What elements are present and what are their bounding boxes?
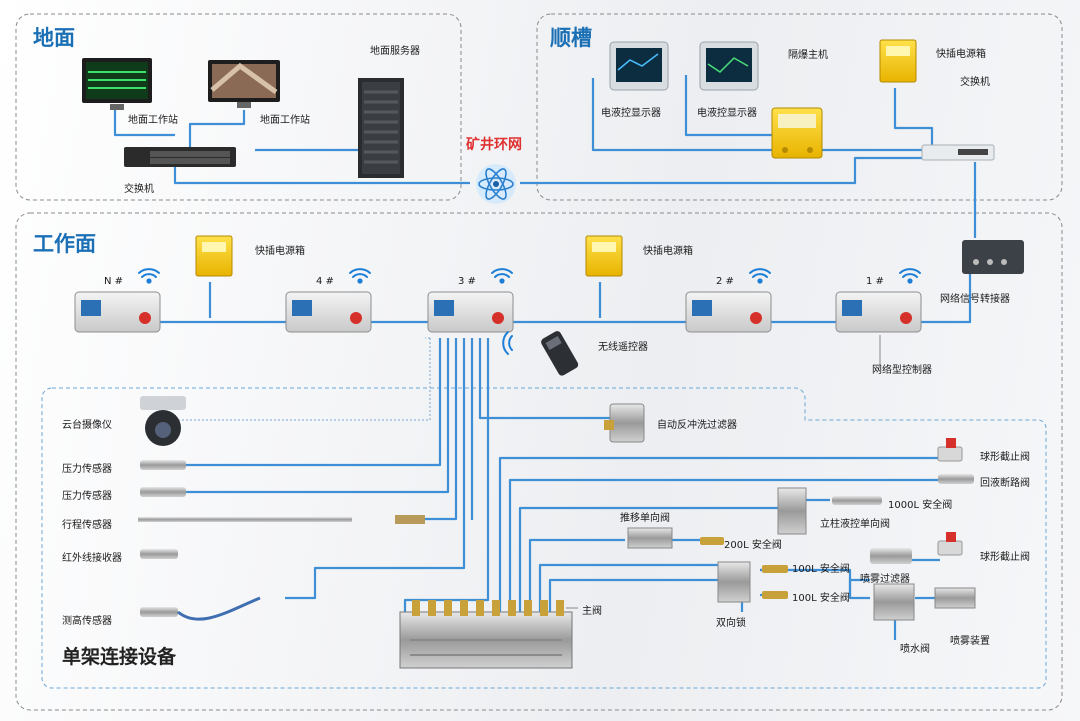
signal-dotted bbox=[150, 337, 431, 421]
controller-label-n: N # bbox=[104, 276, 124, 287]
label-two-way-lock: 双向锁 bbox=[716, 618, 746, 629]
valve-icon bbox=[627, 474, 976, 621]
label-ball-valve-1: 球形截止阀 bbox=[980, 452, 1030, 463]
face-region bbox=[15, 212, 1063, 711]
controller-icon bbox=[835, 291, 922, 333]
label-spray-valve: 喷水阀 bbox=[900, 644, 930, 655]
label-trough-display-1: 电液控显示器 bbox=[601, 108, 661, 119]
label-ground-workstation-2: 地面工作站 bbox=[260, 115, 310, 126]
label-trough-display-2: 电液控显示器 bbox=[697, 108, 757, 119]
controller-label-1: 1 # bbox=[866, 276, 884, 287]
ring-network-label: 矿井环网 bbox=[466, 137, 522, 153]
label-face-power-box-2: 快插电源箱 bbox=[643, 246, 693, 257]
label-trough-power-box: 快插电源箱 bbox=[936, 49, 986, 60]
controller-icon bbox=[74, 291, 161, 333]
remote-control-icon bbox=[541, 331, 579, 376]
trough-region bbox=[536, 13, 1063, 201]
section-title-ground: 地面 bbox=[33, 26, 75, 50]
ptz-camera-icon bbox=[140, 396, 186, 446]
label-pressure-sensor-2: 压力传感器 bbox=[62, 491, 112, 502]
label-safety-valve-1000: 1000L 安全阀 bbox=[888, 500, 953, 511]
main-valve-block-icon bbox=[399, 600, 573, 669]
section-title-trough: 顺槽 bbox=[550, 26, 592, 50]
power-box-icon bbox=[585, 235, 623, 277]
ground-region bbox=[15, 13, 462, 201]
switch-icon bbox=[921, 144, 995, 161]
label-signal-converter: 网络信号转接器 bbox=[940, 294, 1010, 305]
label-auto-backwash-filter: 自动反冲洗过滤器 bbox=[657, 420, 737, 431]
power-box-icon bbox=[879, 39, 917, 83]
server-rack-icon bbox=[358, 78, 404, 178]
label-main-valve: 主阀 bbox=[582, 606, 602, 617]
label-trough-switch: 交换机 bbox=[960, 77, 990, 88]
sensor-icon bbox=[138, 460, 425, 621]
explosion-proof-host-icon bbox=[771, 107, 823, 159]
power-box-icon bbox=[195, 235, 233, 277]
wifi-icon bbox=[138, 268, 921, 355]
controller-icon bbox=[285, 291, 372, 333]
controller-icon bbox=[685, 291, 772, 333]
label-remote: 无线遥控器 bbox=[598, 342, 648, 353]
controller-label-4: 4 # bbox=[316, 276, 334, 287]
label-ptz-camera: 云台摄像仪 bbox=[62, 420, 112, 431]
label-ball-valve-2: 球形截止阀 bbox=[980, 552, 1030, 563]
monitor-icon bbox=[609, 41, 669, 91]
section-title-single-support: 单架连接设备 bbox=[62, 646, 177, 668]
network-cables bbox=[113, 75, 977, 640]
signal-converter-icon bbox=[962, 240, 1024, 274]
controller-label-2: 2 # bbox=[716, 276, 734, 287]
label-ground-switch: 交换机 bbox=[124, 184, 154, 195]
switch-icon bbox=[124, 147, 236, 167]
label-safety-valve-100a: 100L 安全阀 bbox=[792, 564, 850, 575]
single-support-region bbox=[41, 387, 1047, 689]
label-return-cutoff-valve: 回液断路阀 bbox=[980, 478, 1030, 489]
label-safety-valve-100b: 100L 安全阀 bbox=[792, 593, 850, 604]
label-ir-receiver: 红外线接收器 bbox=[62, 553, 122, 564]
leader-lines bbox=[566, 335, 881, 609]
label-explosion-proof-host: 隔爆主机 bbox=[788, 50, 828, 61]
label-face-power-box-1: 快插电源箱 bbox=[255, 246, 305, 257]
label-network-controller: 网络型控制器 bbox=[872, 365, 932, 376]
ball-valve-icon bbox=[937, 438, 963, 556]
label-ground-workstation-1: 地面工作站 bbox=[128, 115, 178, 126]
monitor-icon bbox=[82, 58, 152, 110]
controller-label-3: 3 # bbox=[458, 276, 476, 287]
monitor-icon bbox=[699, 41, 759, 91]
label-safety-valve-200: 200L 安全阀 bbox=[724, 540, 782, 551]
label-stroke-sensor: 行程传感器 bbox=[62, 520, 112, 531]
label-spray-filter: 喷雾过滤器 bbox=[860, 574, 910, 585]
filter-icon bbox=[604, 403, 645, 443]
ring-network-icon bbox=[476, 164, 516, 204]
monitor-icon bbox=[208, 60, 280, 108]
label-spray-device: 喷雾装置 bbox=[950, 636, 990, 647]
label-column-check-valve: 立柱液控单向阀 bbox=[820, 519, 890, 530]
label-pressure-sensor-1: 压力传感器 bbox=[62, 464, 112, 475]
label-height-sensor: 测高传感器 bbox=[62, 616, 112, 627]
controller-icon bbox=[427, 291, 514, 333]
label-push-check-valve: 推移单向阀 bbox=[620, 513, 670, 524]
section-title-face: 工作面 bbox=[33, 232, 96, 256]
label-ground-server: 地面服务器 bbox=[370, 46, 420, 57]
